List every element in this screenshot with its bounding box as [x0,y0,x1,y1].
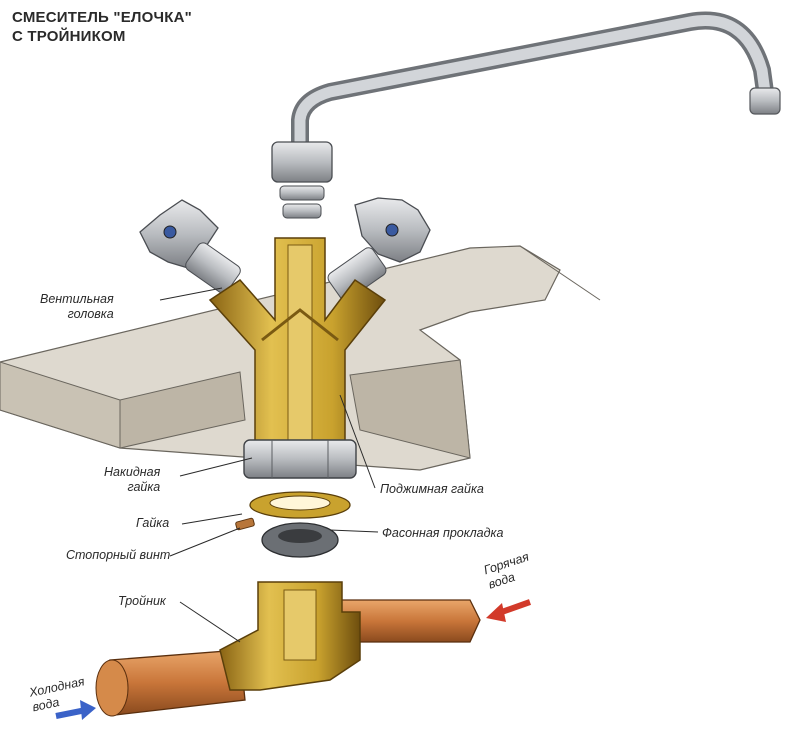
label-clamp-nut: Поджимная гайка [380,482,484,496]
leader-lines [159,287,379,643]
valve-handle-right [327,197,431,301]
spout-nut [271,141,333,219]
label-valve-head-line-2: головка [67,307,114,321]
tee-fitting [219,581,361,691]
label-tee: Тройник [118,594,166,608]
label-union-nut-line-1: Накидная [104,465,161,479]
title-line-1: СМЕСИТЕЛЬ "ЕЛОЧКА" [12,9,192,26]
title-line-2: С ТРОЙНИКОМ [12,28,126,45]
pipe-cold [95,649,246,717]
cold-water-arrow [55,700,96,720]
label-shaped-gasket: Фасонная прокладка [382,526,504,540]
hot-water-arrow [486,599,531,622]
page-title: СМЕСИТЕЛЬ "ЕЛОЧКА" С ТРОЙНИКОМ [12,8,192,46]
label-valve-head-line-1: Вентильная [40,292,114,306]
pipe-hot [339,599,481,643]
label-valve-head: Вентильная головка [40,292,114,322]
shaped-gasket [261,522,339,558]
clamp-nut [249,491,351,519]
label-lock-screw: Стопорный винт [66,548,171,562]
label-union-nut: Накидная гайка [104,465,160,495]
label-nut: Гайка [136,516,170,530]
label-union-nut-line-2: гайка [127,480,161,494]
union-nut [243,439,357,479]
lock-screw [235,517,255,531]
spout [291,11,781,159]
valve-handle-left [139,199,241,294]
